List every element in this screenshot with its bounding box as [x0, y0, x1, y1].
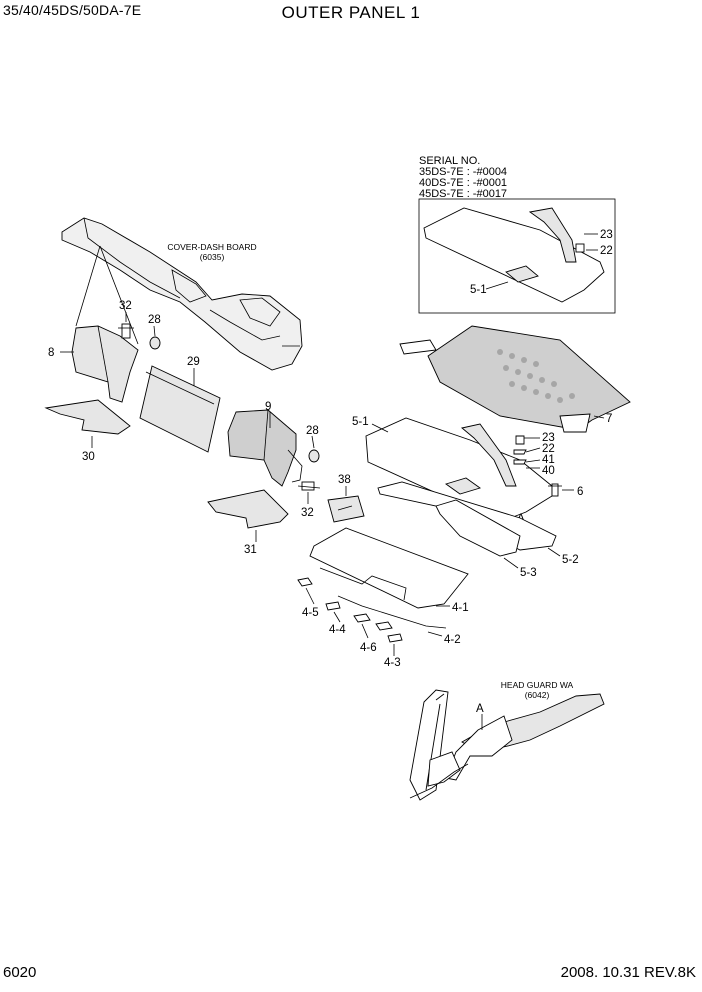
callout-23-inset: 23 — [600, 229, 613, 241]
callout-32-lower: 32 — [301, 507, 314, 519]
leader-line — [525, 447, 541, 453]
leader-line — [333, 611, 341, 623]
model-number: 35/40/45DS/50DA-7E — [3, 2, 142, 18]
pad-4-2 — [375, 621, 393, 631]
callout-4-6: 4-6 — [360, 642, 377, 654]
part-8-cover — [71, 325, 139, 403]
pad-4-5 — [297, 577, 313, 587]
cover-dash-board-name: COVER-DASH BOARD — [167, 242, 256, 252]
view-marker-a-detail: A — [476, 703, 484, 715]
inset-clip — [575, 233, 598, 253]
bolt-32-upper — [118, 323, 134, 339]
callout-32-upper: 32 — [119, 300, 132, 312]
leader-line — [593, 415, 605, 419]
callout-7: 7 — [606, 413, 612, 425]
grommet-28-upper — [149, 336, 161, 350]
leader-line — [371, 423, 389, 433]
inset-mat-5-1 — [423, 207, 605, 303]
callout-29: 29 — [187, 356, 200, 368]
head-guard-code: (6042) — [525, 690, 550, 700]
callout-5-1: 5-1 — [352, 416, 369, 428]
serial-heading: SERIAL NO. — [419, 155, 480, 167]
callout-4-3: 4-3 — [384, 657, 401, 669]
callout-22: 22 — [542, 443, 555, 455]
callout-5-2: 5-2 — [562, 554, 579, 566]
part-30-bracket — [44, 399, 131, 435]
revision-date: 2008. 10.31 REV.8K — [560, 964, 696, 981]
callout-5-3: 5-3 — [520, 567, 537, 579]
part-7-floor-plate — [399, 325, 631, 433]
head-guard-detail — [409, 689, 605, 801]
callout-31: 31 — [244, 544, 257, 556]
callout-6: 6 — [577, 486, 583, 498]
bolt-32-lower — [297, 481, 321, 491]
leader-line — [547, 547, 561, 557]
callout-4-2: 4-2 — [444, 634, 461, 646]
page-title: OUTER PANEL 1 — [281, 3, 421, 22]
serial-line-1: 35DS-7E : -#0004 — [419, 166, 507, 178]
serial-line-2: 40DS-7E : -#0001 — [419, 177, 507, 189]
part-9-cover — [227, 409, 303, 487]
pad-4-4 — [325, 601, 341, 611]
callout-30: 30 — [82, 451, 95, 463]
callout-41: 41 — [542, 454, 555, 466]
callout-28-lower: 28 — [306, 425, 319, 437]
leader-line — [525, 459, 541, 463]
leader-line — [75, 245, 101, 327]
part-29-panel — [139, 365, 221, 453]
bolt-6 — [548, 483, 562, 497]
callout-40: 40 — [542, 465, 555, 477]
leader-line — [153, 325, 156, 337]
part-38-plate — [327, 495, 365, 523]
callout-4-5: 4-5 — [302, 607, 319, 619]
pad-4-6 — [353, 613, 371, 623]
leader-line — [311, 435, 315, 449]
part-5-1-mat — [365, 417, 553, 523]
serial-inset-box — [418, 198, 616, 314]
cover-dash-board-code: (6035) — [200, 252, 225, 262]
serial-line-3: 45DS-7E : -#0017 — [419, 188, 507, 200]
part-5-3-strip — [435, 499, 521, 557]
pad-4-3 — [387, 633, 403, 643]
callout-8: 8 — [48, 347, 54, 359]
callout-28-upper: 28 — [148, 314, 161, 326]
leader-line — [427, 631, 443, 637]
clip-stack — [513, 435, 527, 465]
callout-4-4: 4-4 — [329, 624, 346, 636]
leader-line — [503, 557, 519, 569]
leader-line — [485, 281, 509, 290]
head-guard-name: HEAD GUARD WA — [501, 680, 574, 690]
grommet-28-lower — [308, 449, 320, 463]
callout-4-1: 4-1 — [452, 602, 469, 614]
cover-dash-board — [61, 217, 303, 371]
callout-22-inset: 22 — [600, 245, 613, 257]
page-number: 6020 — [3, 964, 37, 981]
leader-line — [361, 623, 369, 639]
callout-38: 38 — [338, 474, 351, 486]
callout-5-1-inset: 5-1 — [470, 284, 487, 296]
part-4-1-mat — [309, 527, 469, 629]
part-31-bracket — [207, 489, 289, 529]
callout-9: 9 — [265, 401, 271, 413]
callout-23: 23 — [542, 432, 555, 444]
leader-line — [305, 587, 315, 605]
